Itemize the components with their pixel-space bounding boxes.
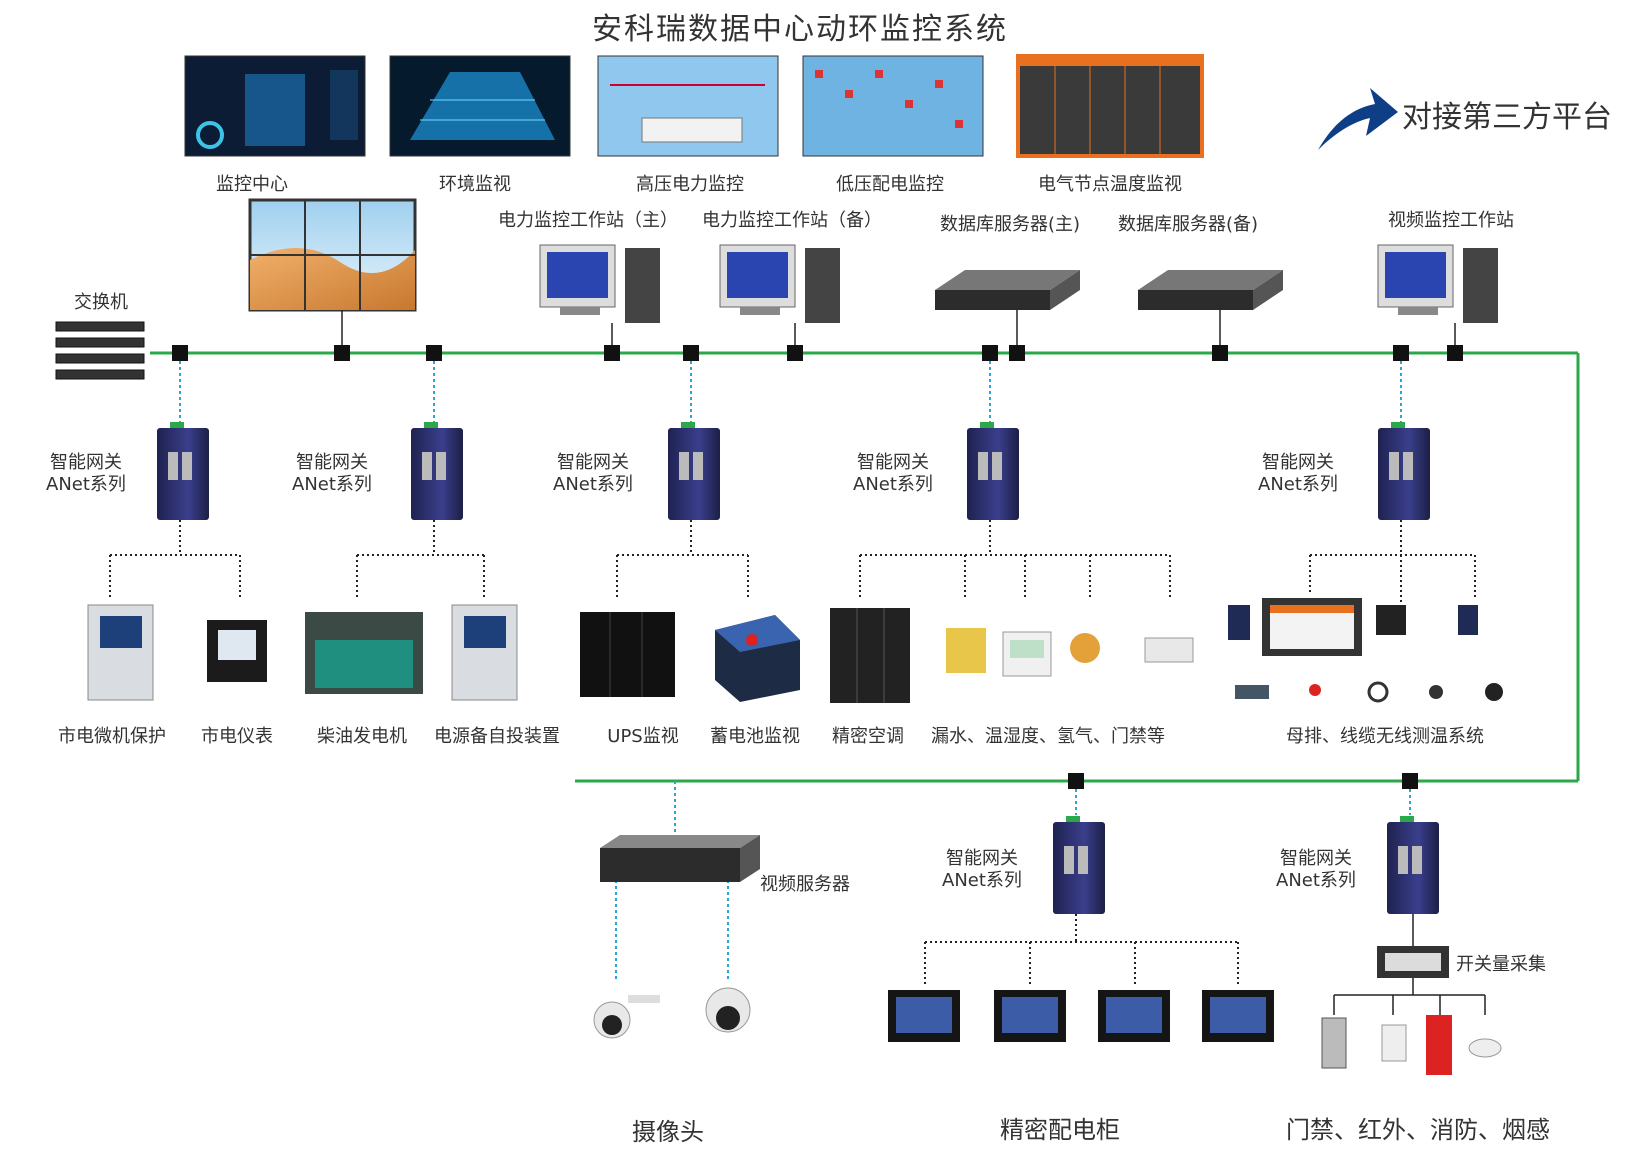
device-label: UPS监视 [607, 726, 679, 747]
screen-environment [389, 55, 571, 157]
device-label: 柴油发电机 [317, 726, 407, 747]
dotted-trees [109, 520, 1476, 985]
switch-collector [1377, 946, 1449, 978]
cabinet-panels [888, 990, 1274, 1042]
device-label: 电源备自投装置 [434, 726, 560, 747]
security-tree [1333, 914, 1486, 1015]
station-label: 视频监控工作站 [1388, 210, 1514, 231]
security-label: 门禁、红外、消防、烟感 [1286, 1116, 1550, 1144]
third-party-label: 对接第三方平台 [1402, 100, 1612, 135]
device-label: 精密空调 [832, 726, 904, 747]
gateway-device [1378, 422, 1430, 520]
video-wall [248, 198, 417, 312]
screen-label: 低压配电监控 [836, 174, 944, 195]
cabinet-label: 精密配电柜 [1000, 1116, 1120, 1144]
env-sensors-image [946, 628, 1194, 677]
gateway-device [411, 422, 463, 520]
power-meter-device [207, 620, 267, 682]
station-label: 电力监控工作站（主） [498, 210, 678, 231]
station-label: 数据库服务器(主) [940, 214, 1081, 235]
screen-monitor-center [184, 55, 366, 157]
ats-device [451, 604, 518, 701]
gateway-device [967, 422, 1019, 520]
video-server [600, 835, 760, 882]
device-label: 市电微机保护 [58, 726, 166, 747]
device-label: 蓄电池监视 [710, 726, 800, 747]
screen-label: 环境监视 [439, 174, 511, 195]
battery-image [715, 615, 800, 702]
db-server-backup [1138, 270, 1283, 310]
bus-nodes [172, 345, 1463, 789]
gateway-device [1053, 816, 1105, 914]
power-workstation-main [539, 244, 660, 323]
precision-ac-image [830, 608, 910, 703]
screen-label: 高压电力监控 [636, 174, 744, 195]
device-label: 市电仪表 [201, 726, 273, 747]
screen-label: 电气节点温度监视 [1038, 174, 1182, 195]
switch-label: 交换机 [74, 292, 128, 313]
gateway-device [1387, 816, 1439, 914]
wireless-temp-image [1228, 598, 1503, 703]
gateway-device [668, 422, 720, 520]
diesel-generator-image [305, 612, 423, 694]
page-title: 安科瑞数据中心动环监控系统 [592, 12, 1008, 47]
ups-cabinet [580, 612, 675, 697]
camera-icon [593, 987, 751, 1039]
security-sensors-image [1321, 1015, 1502, 1075]
device-label: 母排、线缆无线测温系统 [1286, 726, 1484, 747]
power-workstation-backup [719, 244, 840, 323]
video-workstation [1377, 244, 1498, 323]
screen-label: 监控中心 [216, 174, 288, 195]
gateway-device [157, 422, 209, 520]
network-bus [150, 351, 1580, 783]
db-server-main [935, 270, 1080, 310]
screen-temperature [1016, 54, 1204, 158]
top-connectors [341, 310, 1456, 353]
station-label: 数据库服务器(备) [1118, 214, 1259, 235]
screen-high-voltage [597, 55, 779, 157]
screen-low-voltage [802, 55, 984, 157]
camera-label: 摄像头 [632, 1118, 704, 1146]
gateway-drops [179, 361, 1411, 980]
network-switch [55, 321, 145, 380]
switch-collect-label: 开关量采集 [1456, 954, 1546, 975]
video-server-label: 视频服务器 [760, 874, 850, 895]
device-label: 漏水、温湿度、氢气、门禁等 [931, 726, 1165, 747]
station-label: 电力监控工作站（备） [702, 210, 882, 231]
relay-protection-device [87, 604, 154, 701]
third-party-arrow-icon [1318, 88, 1398, 150]
